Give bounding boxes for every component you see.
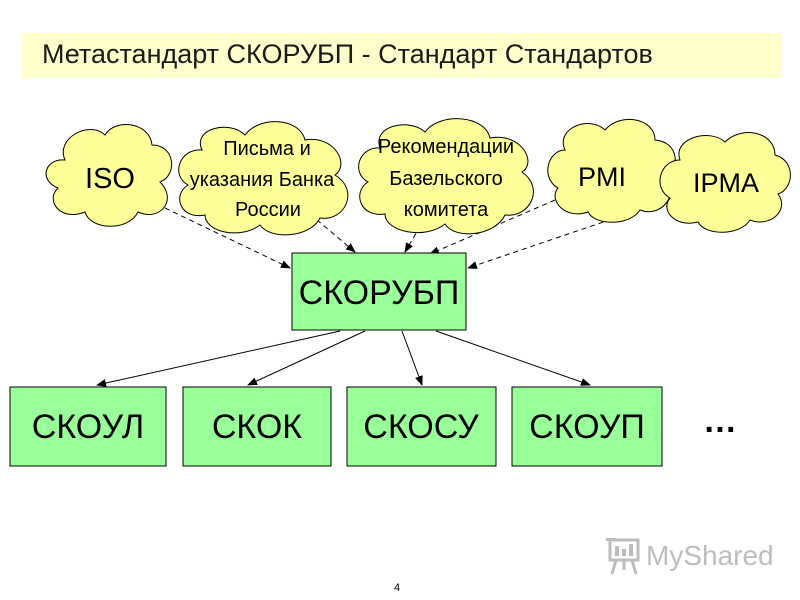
cloud-bank-line-2: указания Банка [190,169,335,191]
child-box-skoul-label: СКОУЛ [32,408,144,446]
cloud-bank: Письма и указания Банка России [178,121,349,236]
arrow-center-to-skosu [401,330,423,386]
child-box-skoup: СКОУП [511,386,663,467]
arrow-center-to-skoul [96,330,341,387]
center-box-label: СКОРУБП [299,274,460,312]
watermark-text: MyShared [646,540,774,571]
child-box-skok-label: СКОК [212,408,302,446]
child-box-skok: СКОК [182,386,332,467]
arrow-center-to-skok [247,330,366,386]
more-ellipsis: … [703,402,737,440]
page-number: 4 [394,582,401,594]
child-box-skoup-label: СКОУП [529,408,645,446]
title-bar: Метастандарт СКОРУБП - Стандарт Стандарт… [22,33,782,78]
center-box: СКОРУБП [291,252,467,331]
cloud-ipma-label: IPMA [693,168,759,198]
cloud-pmi: PMI [547,119,676,223]
child-box-skosu-label: СКОСУ [363,408,479,446]
watermark: MyShared [604,536,774,576]
child-arrows [96,330,591,387]
cloud-bank-line-3: России [235,199,301,221]
cloud-ipma: IPMA [659,132,791,233]
child-box-skoul: СКОУЛ [9,386,167,467]
arrow-basel-to-center [404,217,426,253]
cloud-basel-line-2: Базельского [389,168,503,190]
arrow-center-to-skoup [435,330,591,386]
arrow-pmi-to-center [429,199,556,255]
cloud-pmi-label: PMI [578,162,626,192]
cloud-bank-line-1: Письма и [223,138,311,160]
cloud-basel-line-1: Рекомендации [378,136,514,158]
cloud-basel: Рекомендации Базельского комитета [358,118,534,235]
slide-title: Метастандарт СКОРУБП - Стандарт Стандарт… [42,39,653,69]
cloud-iso: ISO [45,124,173,227]
child-box-skosu: СКОСУ [346,386,497,467]
presentation-board-icon [606,538,640,575]
cloud-basel-line-3: комитета [404,199,489,221]
cloud-iso-label: ISO [85,163,135,195]
